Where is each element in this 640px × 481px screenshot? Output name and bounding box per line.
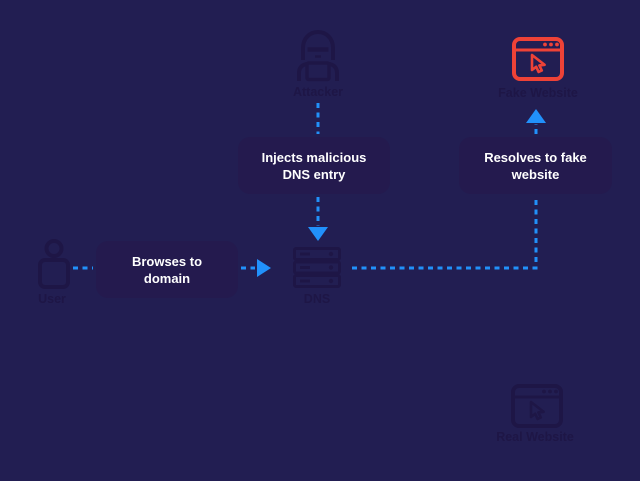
inject-step-label: Injects malicious DNS entry xyxy=(261,149,367,182)
real-website-label: Real Website xyxy=(496,430,574,444)
attacker-icon xyxy=(297,29,339,82)
real-website-icon xyxy=(511,384,563,428)
resolve-step-box: Resolves to fake website xyxy=(459,137,612,194)
dns-server-icon xyxy=(293,247,341,288)
arrow-resolve-to-fake-head xyxy=(526,109,546,123)
browse-step-box: Browses to domain xyxy=(96,241,238,298)
arrow-browse-to-dns-head xyxy=(257,259,271,277)
arrow-inject-to-dns-head xyxy=(308,227,328,241)
arrow-dns-to-resolve xyxy=(352,197,538,270)
browse-step-label: Browses to domain xyxy=(131,253,203,286)
user-label: User xyxy=(38,292,66,306)
dns-label: DNS xyxy=(303,292,331,306)
fake-website-icon xyxy=(512,37,564,81)
resolve-step-label: Resolves to fake website xyxy=(484,149,587,182)
user-icon xyxy=(38,239,70,289)
inject-step-box: Injects malicious DNS entry xyxy=(238,137,390,194)
attacker-label: Attacker xyxy=(292,85,344,99)
fake-website-label: Fake Website xyxy=(498,86,578,100)
